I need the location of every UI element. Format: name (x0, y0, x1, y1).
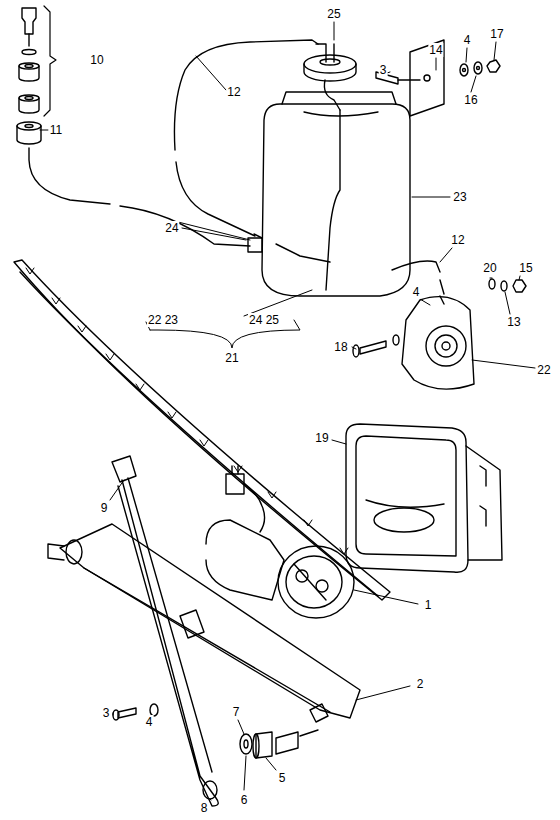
callout-number: 23 (452, 190, 467, 204)
washer-tank (262, 44, 410, 296)
callout-number: 16 (463, 93, 478, 107)
callout-number: 12 (226, 85, 241, 99)
tank-bracket (376, 40, 500, 116)
callout-number: 3 (102, 706, 111, 720)
callout-number: 12 (450, 233, 465, 247)
callout-number: 13 (506, 315, 521, 329)
callout-number: 3 (379, 63, 388, 77)
callout-number: 4 (463, 33, 472, 47)
wiper-arm (118, 478, 218, 806)
callout-number: 24 (164, 221, 179, 235)
callout-number: 7 (232, 705, 241, 719)
callout-number: 2 (416, 677, 425, 691)
callout-number: 1 (424, 598, 433, 612)
callout-number: 6 (240, 793, 249, 807)
callout-number: 8 (200, 801, 209, 815)
callout-number: 10 (89, 53, 104, 67)
callout-number: 4 (145, 715, 154, 729)
group-bracket (146, 290, 312, 348)
leader-lines (40, 22, 535, 800)
wiper-motor (48, 466, 360, 722)
callout-number: 22 23 (147, 313, 179, 327)
callout-number: 25 (326, 7, 341, 21)
callout-number: 9 (100, 501, 109, 515)
callout-number: 19 (314, 431, 329, 445)
callout-number: 4 (412, 285, 421, 299)
callout-number: 15 (518, 261, 533, 275)
callout-number: 20 (482, 261, 497, 275)
callout-number: 21 (224, 351, 239, 365)
callout-number: 24 25 (248, 313, 280, 327)
callout-number: 14 (428, 43, 443, 57)
callout-number: 17 (489, 27, 504, 41)
wiper-switch (346, 424, 502, 572)
wiper-blade (14, 260, 390, 600)
washer-pump (353, 279, 526, 389)
callout-number: 5 (278, 771, 287, 785)
callout-number: 22 (536, 363, 551, 377)
callout-number: 11 (49, 123, 63, 137)
washer-hose (29, 40, 444, 294)
callout-number: 18 (333, 340, 348, 354)
spindle-parts (113, 704, 318, 758)
